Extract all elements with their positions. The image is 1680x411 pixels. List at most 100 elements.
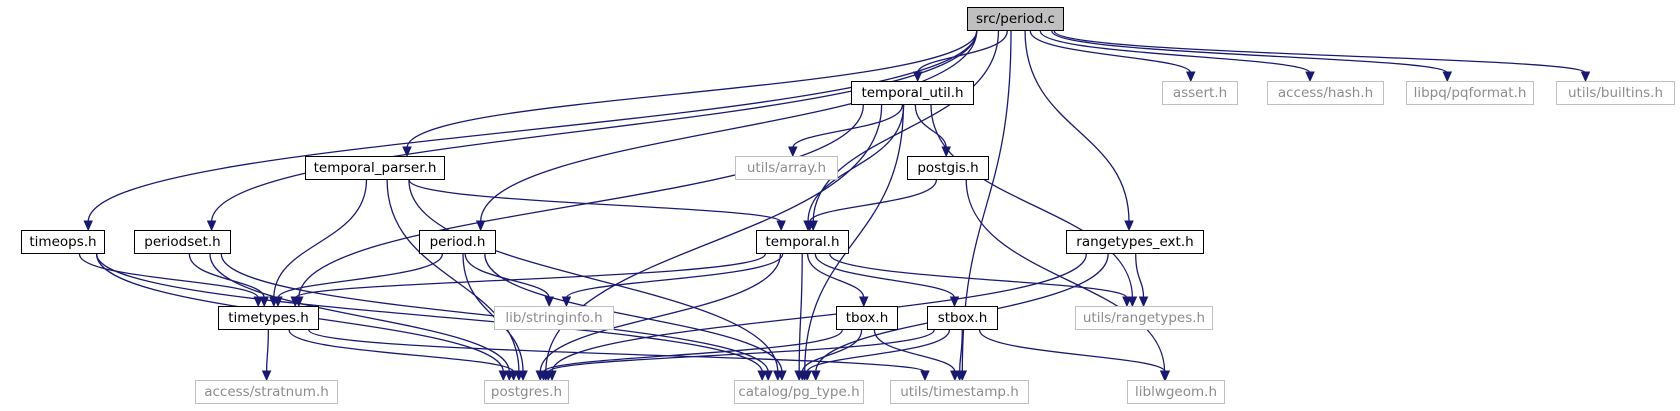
arrowhead <box>206 220 217 232</box>
edge-period_c-to-libpq_pqformat_h <box>1051 30 1448 74</box>
node-utils-builtins-h: utils/builtins.h <box>1556 81 1675 105</box>
edge-temporal_h-to-postgres_h <box>539 253 782 373</box>
node-period-h[interactable]: period.h <box>419 230 496 254</box>
edge-temporal_parser_h-to-timetypes_h <box>273 179 368 299</box>
arrowhead <box>402 146 412 158</box>
edge-temporal_h-to-lib_stringinfo_h <box>565 253 784 299</box>
arrowhead <box>498 370 509 382</box>
node-period-c[interactable]: src/period.c <box>967 7 1064 31</box>
arrowhead <box>920 370 930 382</box>
edge-temporal_h-to-timetypes_h <box>294 253 766 299</box>
edge-period_h-to-postgres_h <box>462 253 524 373</box>
edge-timetypes_h-to-utils_timestamp_h <box>308 329 926 373</box>
edge-period_c-to-temporal_parser_h <box>406 30 978 149</box>
edge-period_c-to-period_h <box>479 30 978 223</box>
node-assert-h: assert.h <box>1162 81 1238 105</box>
arrowhead <box>805 220 815 232</box>
arrowhead <box>763 370 773 382</box>
edge-timetypes_h-to-access_stratnum_h <box>265 329 269 373</box>
edge-temporal_h-to-tbox_h <box>807 253 865 299</box>
edge-timeops_h-to-timetypes_h <box>78 253 259 299</box>
arrowhead <box>954 370 965 382</box>
edge-temporal_util_h-to-catalog_pg_type_h <box>804 104 905 373</box>
edge-temporal_parser_h-to-temporal_h <box>408 179 782 223</box>
edge-temporal_h-to-stbox_h <box>814 253 956 299</box>
node-periodset-h[interactable]: periodset.h <box>134 230 231 254</box>
arrowhead <box>1580 71 1591 83</box>
edge-postgis_h-to-liblwgeom_h <box>965 179 1166 373</box>
edge-rangetypes_ext_h-to-postgres_h <box>551 253 1087 373</box>
arrowhead <box>259 296 269 308</box>
edge-stbox_h-to-liblwgeom_h <box>978 329 1166 373</box>
arrowhead <box>1138 296 1149 308</box>
edge-period_c-to-periodset_h <box>210 30 978 223</box>
edge-period_c-to-timeops_h <box>87 30 978 223</box>
node-temporal-util-h[interactable]: temporal_util.h <box>851 81 974 105</box>
edge-tbox_h-to-utils_timestamp_h <box>873 329 956 373</box>
edge-stbox_h-to-utils_timestamp_h <box>959 329 963 373</box>
arrowhead <box>83 220 93 232</box>
node-timeops-h[interactable]: timeops.h <box>21 230 105 254</box>
edge-period_c-to-utils_builtins_h <box>1053 30 1587 74</box>
edge-temporal_util_h-to-postgis_h <box>914 104 947 149</box>
node-liblwgeom-h: liblwgeom.h <box>1127 380 1225 404</box>
arrowhead <box>777 370 787 382</box>
arrowhead <box>802 370 812 382</box>
node-utils-timestamp-h: utils/timestamp.h <box>890 380 1029 404</box>
edge-postgis_h-to-temporal_h <box>809 179 938 223</box>
node-libpq-pqformat-h: libpq/pqformat.h <box>1406 81 1534 105</box>
arrowhead <box>543 370 554 382</box>
edge-timetypes_h-to-postgres_h <box>288 329 515 373</box>
edge-tbox_h-to-postgres_h <box>542 329 843 373</box>
node-temporal-parser-h[interactable]: temporal_parser.h <box>305 156 445 180</box>
edge-temporal_h-to-catalog_pg_type_h <box>798 253 803 373</box>
edge-period_c-to-rangetypes_ext_h <box>1024 30 1130 223</box>
arrowhead <box>1160 370 1171 382</box>
node-tbox-h[interactable]: tbox.h <box>836 306 898 330</box>
arrowhead <box>1442 71 1453 83</box>
arrowhead <box>273 296 283 308</box>
arrowhead <box>261 370 272 382</box>
arrowhead <box>811 370 821 382</box>
edge-temporal_util_h-to-utils_array_h <box>792 104 904 149</box>
edge-period_c-to-temporal_h <box>812 30 1000 223</box>
node-utils-rangetypes-h: utils/rangetypes.h <box>1075 306 1213 330</box>
arrowhead <box>776 220 786 232</box>
edge-rangetypes_ext_h-to-utils_rangetypes_h <box>1135 253 1145 299</box>
arrowhead <box>518 370 528 382</box>
edge-period_c-to-temporal_util_h <box>917 30 1008 74</box>
edge-temporal_util_h-to-timetypes_h <box>298 104 864 299</box>
arrowhead <box>290 296 300 308</box>
arrowhead <box>1305 71 1315 83</box>
arrowhead <box>859 296 869 308</box>
node-temporal-h[interactable]: temporal.h <box>756 230 849 254</box>
edge-temporal_util_h-to-temporal_h <box>807 104 905 223</box>
node-catalog-pg-type-h: catalog/pg_type.h <box>734 380 864 404</box>
arrowhead <box>508 370 519 382</box>
edge-period_c-to-assert_h <box>1029 30 1192 74</box>
arrowhead <box>1124 220 1134 232</box>
node-access-hash-h: access/hash.h <box>1267 81 1384 105</box>
arrowhead <box>788 146 798 158</box>
edge-temporal_h-to-utils_rangetypes_h <box>829 253 1128 299</box>
arrowhead <box>1186 71 1196 83</box>
node-lib-stringinfo-h: lib/stringinfo.h <box>494 306 614 330</box>
edge-period_h-to-lib_stringinfo_h <box>464 253 550 299</box>
node-utils-array-h: utils/array.h <box>735 156 838 180</box>
arrowhead <box>1122 296 1132 308</box>
node-access-stratnum-h: access/stratnum.h <box>195 380 338 404</box>
node-stbox-h[interactable]: stbox.h <box>927 306 998 330</box>
arrowhead <box>561 296 572 308</box>
edge-stbox_h-to-postgres_h <box>547 329 935 373</box>
arrowhead <box>475 220 486 232</box>
edge-period_h-to-timetypes_h <box>277 253 444 299</box>
node-rangetypes-ext-h[interactable]: rangetypes_ext.h <box>1066 230 1204 254</box>
edge-temporal_parser_h-to-catalog_pg_type_h <box>408 179 779 373</box>
edge-stbox_h-to-catalog_pg_type_h <box>806 329 951 373</box>
node-timetypes-h[interactable]: timetypes.h <box>218 306 319 330</box>
node-postgis-h[interactable]: postgis.h <box>907 156 989 180</box>
edge-tbox_h-to-catalog_pg_type_h <box>801 329 863 373</box>
edge-temporal_util_h-to-utils_rangetypes_h <box>930 104 1134 299</box>
